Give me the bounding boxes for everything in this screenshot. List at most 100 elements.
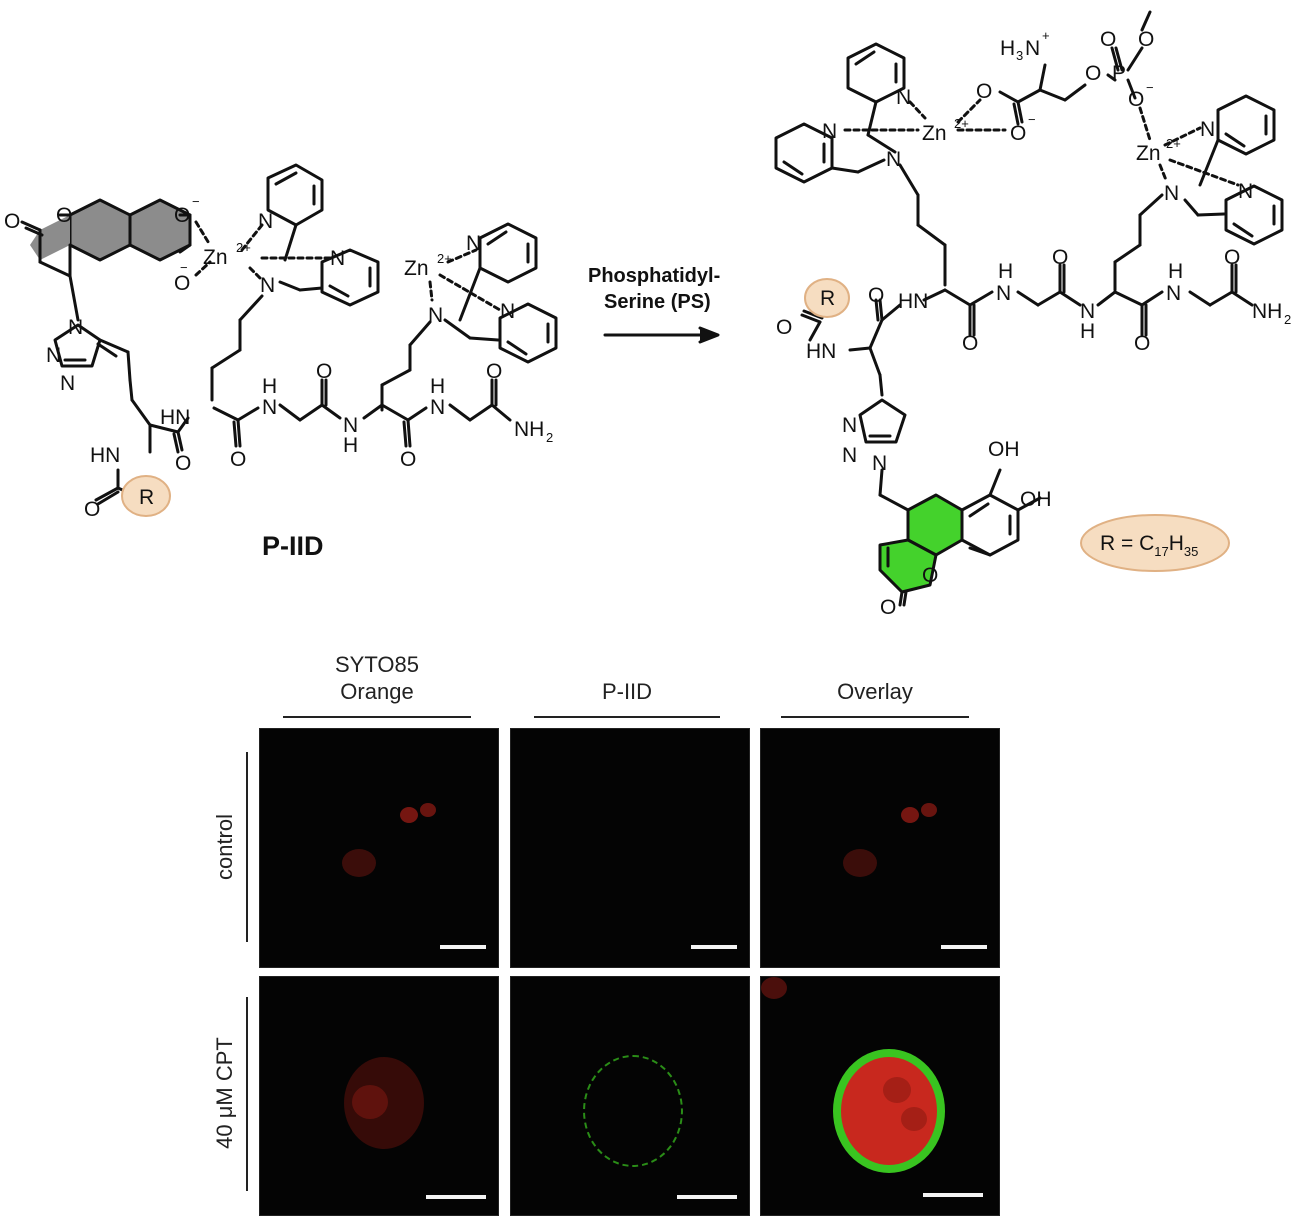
red-nucleolus [901,1107,927,1131]
phosphate-o-minus: O [1128,88,1144,111]
chemistry-scheme: O O O − O − Zn 2+ N N N Zn 2+ N N N N N … [4,10,1291,619]
amine-nh2-right-sub: 2 [1284,312,1291,327]
phosphorus: P [1112,62,1126,85]
atom-n-pyridine-d: N [466,232,481,255]
amide-h-top-3: H [430,375,445,398]
amide-n2-right: N [1080,300,1095,323]
column-header-overlay: Overlay [781,678,969,705]
column-rule-1 [283,716,471,718]
atom-n-pyridine-a: N [258,210,273,233]
column-header-overlay-line2: Overlay [837,679,913,704]
zinc-ion-right-2: Zn [1136,142,1161,165]
r-group-left: R [139,486,154,509]
r-definition: R = C17H35 [1100,532,1198,559]
amide-h-top-1: H [262,375,277,398]
amide-n-3: N [430,396,445,419]
amide-hn-r: HN [806,340,836,363]
atom-n-pyridine-b: N [330,247,345,270]
row-rule-cpt [246,997,248,1191]
carbonyl-o-c: O [316,360,332,383]
amine-nh2-right: NH [1252,300,1282,323]
scale-bar [691,945,737,949]
pyridine-n-4: N [1238,180,1253,203]
triazole-n1: N [68,316,83,339]
column-header-syto85-line2: Orange [340,679,414,704]
carbonyl-o-a: O [175,452,191,475]
amide-n-1: N [262,396,277,419]
image-cpt-syto85 [259,976,499,1216]
hydroxyl-1: OH [988,438,1020,461]
red-nucleus-dim [352,1085,388,1119]
zinc-charge-right-2: 2+ [1166,136,1181,151]
arrow-label-line2: Serine (PS) [604,291,711,313]
row-label-cpt: 40 μM CPT [212,1037,237,1149]
amide-n-2: N [343,414,358,437]
scale-bar [440,945,486,949]
pyridine-n-2: N [822,120,837,143]
image-cpt-overlay [760,976,1000,1216]
carbonyl-o3-right: O [1134,332,1150,355]
serine-n: N [1025,37,1040,60]
column-header-p-iid-line2: P-IID [601,679,653,704]
column-header-syto85: SYTO85 Orange [283,651,471,705]
r-def-prefix: R = C [1100,532,1154,555]
atom-n-amine-1: N [260,274,275,297]
r-group-right: R [820,287,835,310]
scale-bar [941,945,987,949]
column-rule-2 [534,716,720,718]
carboxylate-o1: O [976,80,992,103]
zinc-ion-2: Zn [404,257,429,280]
amide-n3-right: N [1166,282,1181,305]
carbonyl-o-d: O [400,448,416,471]
red-haze [342,849,376,877]
amide-hn-right: HN [898,290,928,313]
phosphate-o-double: O [1100,28,1116,51]
hydroxyl-2: OH [1020,488,1052,511]
carbonyl-o-e: O [486,360,502,383]
phosphate-minus: − [1146,80,1154,95]
amine-nh2: NH [514,418,544,441]
scale-bar [677,1195,737,1199]
image-control-p-iid [510,728,750,968]
atom-o-phenolate-2: O [174,272,190,295]
triazole-right-n2: N [842,444,857,467]
serine-plus: + [1042,28,1050,43]
red-spot [400,807,418,823]
charge-minus-2: − [180,260,188,275]
amine-n-right-2: N [1164,182,1179,205]
coumarin-ring-o: O [922,564,938,587]
atom-o-phenolate-1: O [174,204,190,227]
red-haze [843,849,877,877]
row-rule-control [246,752,248,942]
atom-o-ring: O [56,204,72,227]
image-control-overlay [760,728,1000,968]
r-def-mid: H [1169,532,1184,555]
coumarin-keto-o: O [880,596,896,619]
triazole-n2: N [46,344,61,367]
column-rule-3 [781,716,969,718]
scale-bar [426,1195,486,1199]
scale-bar [923,1193,983,1197]
zinc-charge-1: 2+ [236,240,251,255]
amine-n-right-1: N [886,148,901,171]
red-nucleolus [883,1077,911,1103]
green-membrane-ring [583,1055,683,1167]
phosphate-o-top: O [1138,28,1154,51]
arrow-label-line1: Phosphatidyl- [588,265,720,287]
zinc-charge-right-1: 2+ [954,116,969,131]
image-cpt-p-iid [510,976,750,1216]
zinc-ion-right-1: Zn [922,122,947,145]
carboxylate-o2: O [1010,122,1026,145]
amide-h2-right: H [1080,320,1095,343]
column-header-syto85-line1: SYTO85 [335,652,419,677]
triazole-right-n1: N [842,414,857,437]
amine-nh2-sub: 2 [546,430,553,445]
column-header-p-iid: P-IID [534,678,720,705]
carbonyl-o2-right: O [1052,246,1068,269]
red-corner-haze [761,977,787,999]
red-spot [901,807,919,823]
atom-o-carbonyl: O [4,210,20,233]
compound-name: P-IID [262,531,324,561]
image-control-syto85 [259,728,499,968]
row-label-control: control [212,813,237,881]
